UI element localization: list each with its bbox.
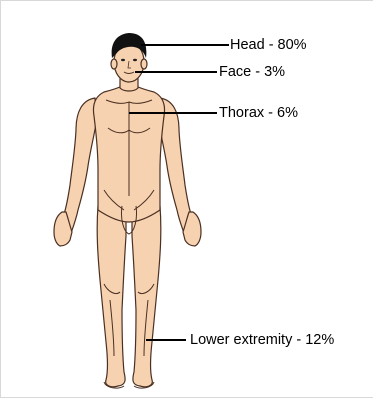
- right-eye: [133, 59, 137, 61]
- left-leg: [97, 206, 126, 387]
- face-leader-line: [135, 71, 217, 73]
- left-eye: [121, 59, 125, 61]
- face-label: Face - 3%: [219, 64, 285, 80]
- lower-extremity-leader-line: [146, 339, 186, 341]
- thorax-leader-line: [129, 112, 217, 114]
- head-leader-line: [141, 44, 229, 46]
- lower-extremity-label: Lower extremity - 12%: [190, 332, 334, 348]
- head-label: Head - 80%: [230, 37, 307, 53]
- right-leg: [132, 206, 161, 387]
- right-ear: [141, 59, 147, 69]
- left-ear: [111, 59, 117, 69]
- thorax-label: Thorax - 6%: [219, 105, 298, 121]
